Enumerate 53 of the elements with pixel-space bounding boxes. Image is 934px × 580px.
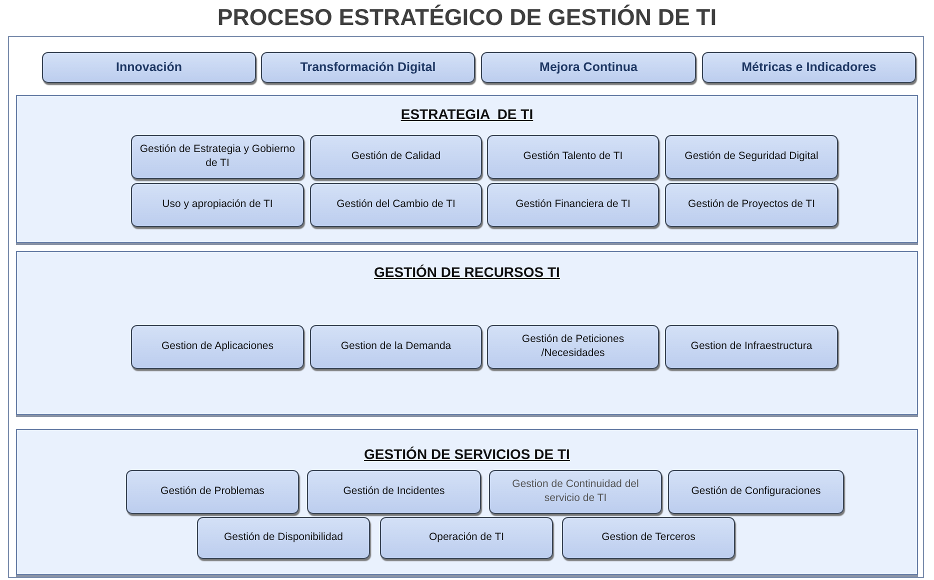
- process-box: [310, 325, 482, 369]
- process-box: [126, 470, 299, 514]
- process-label: Gestion de Terceros: [600, 531, 696, 545]
- process-box: [489, 470, 662, 514]
- process-label: Uso y apropiación de TI: [161, 198, 274, 212]
- process-label: Gestión de Estrategia y Gobierno de TI: [138, 143, 296, 171]
- process-button: [261, 52, 475, 83]
- process-box: [310, 135, 482, 179]
- process-label: Operación de TI: [428, 531, 506, 545]
- section-panel: [16, 95, 918, 243]
- process-box: [562, 517, 735, 559]
- process-label: Gestión de Peticiones /Necesidades: [520, 333, 626, 361]
- process-label: Gestión de Seguridad Digital: [684, 150, 820, 164]
- process-label: Gestión de Configuraciones: [690, 485, 822, 499]
- process-box: [665, 325, 838, 369]
- section-heading: GESTIÓN DE SERVICIOS DE TI: [364, 446, 570, 462]
- process-box: [310, 183, 482, 227]
- section-heading: ESTRATEGIA DE TI: [400, 106, 534, 122]
- process-label: Gestión de Calidad: [350, 150, 442, 164]
- section-heading: GESTIÓN DE RECURSOS TI: [374, 264, 560, 280]
- process-label: Gestión de Proyectos de TI: [686, 198, 816, 212]
- section-panel: [16, 429, 918, 575]
- process-label: Gestion de la Demanda: [340, 340, 452, 354]
- process-label: Mejora Continua: [538, 59, 638, 76]
- process-box: [487, 135, 659, 179]
- process-label: Gestion de Aplicaciones: [160, 340, 275, 354]
- process-box: [668, 470, 844, 514]
- process-label: Innovación: [115, 59, 183, 76]
- process-label: Gestión de Disponibilidad: [222, 531, 344, 545]
- process-label: Gestión de Problemas: [160, 485, 266, 499]
- process-box: [380, 517, 553, 559]
- process-label: Gestion de Infraestructura: [690, 340, 814, 354]
- process-label: Gestión Talento de TI: [522, 150, 624, 164]
- process-label: Gestión del Cambio de TI: [336, 198, 456, 212]
- process-button: [481, 52, 696, 83]
- process-label: Gestion de Continuidad del servicio de TI: [511, 478, 640, 506]
- process-box: [197, 517, 370, 559]
- diagram-title: PROCESO ESTRATÉGICO DE GESTIÓN DE TI: [216, 4, 718, 31]
- process-label: Métricas e Indicadores: [740, 59, 878, 76]
- process-label: Transformación Digital: [299, 59, 437, 76]
- process-box: [131, 325, 304, 369]
- process-button: [42, 52, 256, 83]
- process-box: [131, 183, 304, 227]
- process-box: [131, 135, 304, 179]
- process-box: [665, 135, 838, 179]
- process-box: [487, 183, 659, 227]
- process-button: [702, 52, 916, 83]
- section-panel: [16, 251, 918, 415]
- process-label: Gestión Financiera de TI: [514, 198, 632, 212]
- process-box: [487, 325, 659, 369]
- process-box: [665, 183, 838, 227]
- process-box: [307, 470, 481, 514]
- process-label: Gestión de Incidentes: [342, 485, 446, 499]
